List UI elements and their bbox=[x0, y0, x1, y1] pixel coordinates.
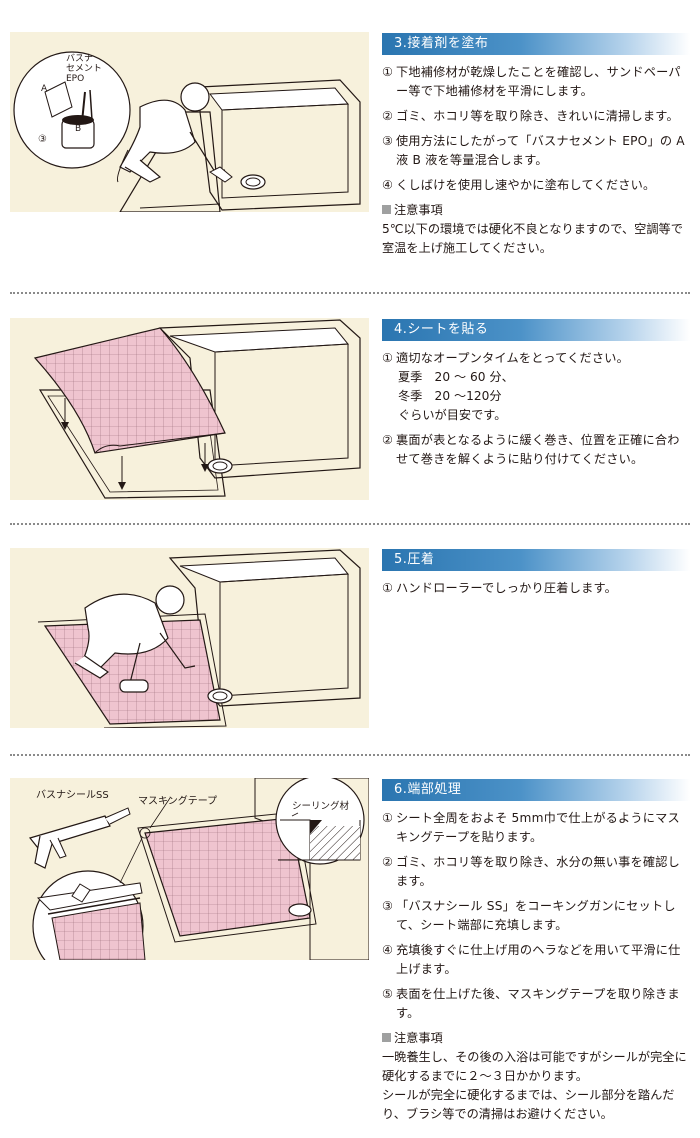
note-title: 注意事項 bbox=[382, 201, 690, 220]
heading-apply-sheet: 4.シートを貼る bbox=[382, 319, 690, 341]
label-masking-tape: マスキングテープ bbox=[138, 796, 218, 807]
illustration-apply-adhesive: バスナ セメント EPO A B ③ bbox=[10, 32, 369, 212]
section-divider bbox=[10, 523, 690, 525]
heading-press: 5.圧着 bbox=[382, 549, 690, 571]
section-divider bbox=[10, 754, 690, 756]
illustration-apply-sheet bbox=[10, 318, 369, 500]
winter-time: 冬季 20 ～120分 bbox=[398, 389, 502, 403]
can-label-b: B bbox=[75, 124, 82, 134]
illustration-edge-finish: バスナシールSS マスキングテープ シーリング材 bbox=[10, 778, 369, 960]
can-label-a: A bbox=[41, 84, 48, 94]
note-text: 5℃以下の環境では硬化不良となりますので、空調等で室温を上げ施工してください。 bbox=[382, 222, 683, 255]
note-text-2: シールが完全に硬化するまでは、シール部分を踏んだり、ブラシ等での清掃はお避けくだ… bbox=[382, 1088, 675, 1121]
illustration-press bbox=[10, 548, 369, 728]
can-label-epo: バスナ セメント EPO bbox=[66, 54, 102, 84]
note-text: 一晩養生し、その後の入浴は可能ですがシールが完全に硬化するまでに２～３日かかりま… bbox=[382, 1050, 687, 1083]
guide-text: ぐらいが目安です。 bbox=[398, 408, 507, 422]
summer-time: 夏季 20 ～ 60 分、 bbox=[398, 370, 514, 384]
can-label-circle-num: ③ bbox=[38, 134, 47, 145]
heading-apply-adhesive: 3.接着剤を塗布 bbox=[382, 33, 690, 55]
note-square-icon bbox=[382, 1033, 391, 1042]
section-divider bbox=[10, 292, 690, 294]
heading-edge-finish: 6.端部処理 bbox=[382, 779, 690, 801]
label-sealant: バスナシールSS bbox=[36, 790, 109, 801]
label-sealing: シーリング材 bbox=[292, 801, 350, 812]
step-item: ③「バスナシール SS」をコーキングガンにセットして、シート端部に充填します。 bbox=[382, 899, 676, 932]
note-title: 注意事項 bbox=[382, 1029, 690, 1048]
note-square-icon bbox=[382, 205, 391, 214]
